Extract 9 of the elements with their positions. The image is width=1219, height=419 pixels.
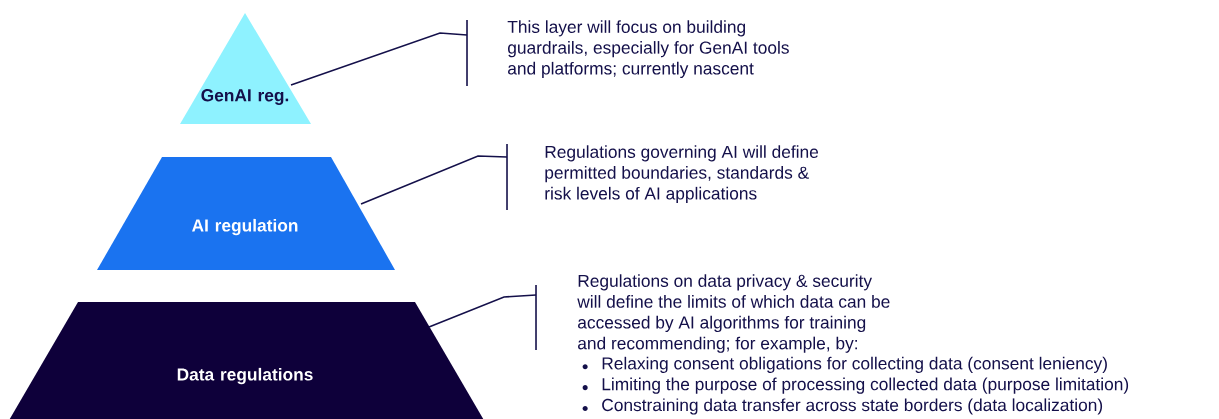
pyramid-layer: GenAI reg. bbox=[180, 13, 311, 124]
description-text: This layer will focus on building guardrails, especially for GenAI tools and platforms; currently nascent bbox=[507, 20, 789, 79]
leader-line bbox=[290, 32, 468, 86]
pyramid-layer: Data regulations bbox=[8, 302, 485, 419]
leader-line bbox=[428, 294, 537, 328]
leader-line bbox=[360, 155, 508, 205]
pyramid-layer: AI regulation bbox=[97, 157, 395, 270]
description-text: Regulations governing AI will define permitted boundaries, standards & risk levels of AI applications bbox=[545, 145, 819, 204]
description-text: Regulations on data privacy & security will define the limits of which data can be accessed by AI algorithms for training and recommending; for example, by: Relaxing consent obligations for collecting data (consent leniency) Limiting the purpose of processing collected data (purpose limitation) Constraining data transfer across state borders (data localization) bbox=[577, 274, 1129, 415]
